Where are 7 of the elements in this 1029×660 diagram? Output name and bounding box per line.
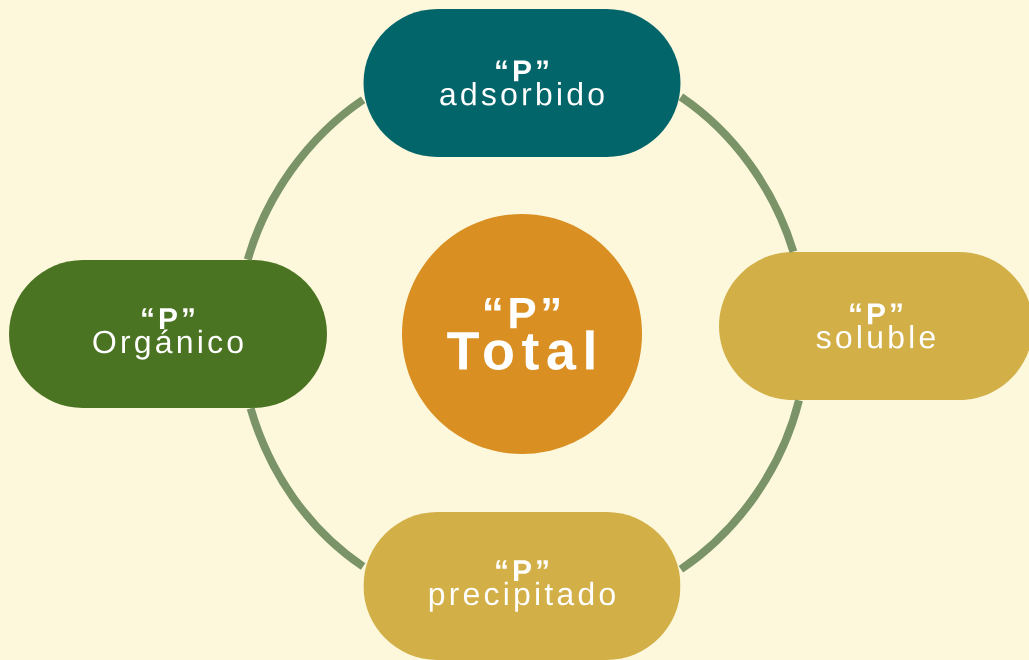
ring-arc [678, 93, 798, 253]
ring-arc [678, 399, 803, 573]
pill-box: “P” Orgánico [9, 260, 327, 408]
pill-box: “P” precipitado [363, 512, 681, 660]
pill-box: “P” adsorbido [363, 9, 681, 157]
ring-arc [243, 96, 366, 261]
ring-arc [246, 407, 366, 570]
